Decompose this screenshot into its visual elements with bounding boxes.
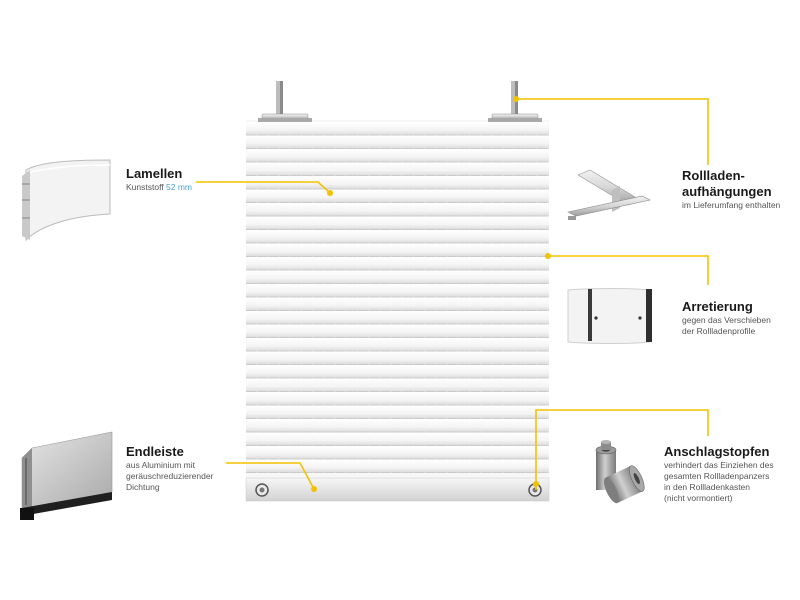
label-anschlagstopfen: Anschlagstopfen verhindert das Einziehen… — [664, 444, 774, 504]
shutter-slat — [246, 270, 549, 284]
shutter-slat — [246, 135, 549, 149]
callout-line-lamellen — [196, 181, 331, 194]
bottom-rail — [245, 477, 550, 502]
anschlagstopfen-desc-4: (nicht vormontiert) — [664, 493, 733, 503]
callout-line-arretierung — [548, 255, 709, 285]
callout-lines — [196, 98, 709, 490]
callout-line-anschlagstopfen — [535, 409, 709, 490]
shutter-slat — [246, 149, 549, 163]
shutter-slat — [246, 392, 549, 406]
shutter-slat — [246, 405, 549, 419]
shutter-slat — [246, 297, 549, 311]
endleiste-product-image — [20, 431, 113, 520]
shutter-slat — [246, 365, 549, 379]
arretierung-desc-1: gegen das Verschieben — [682, 315, 771, 325]
shutter-slat — [246, 189, 549, 203]
shutter-slat — [246, 446, 549, 460]
shutter-slat — [246, 459, 549, 473]
label-lamellen: Lamellen Kunststoff 52 mm — [126, 166, 192, 193]
shutter-slat — [246, 122, 549, 136]
hanger-product-image — [567, 169, 651, 220]
lamellen-title: Lamellen — [126, 166, 183, 181]
shutter-slat — [246, 432, 549, 446]
aufhaengungen-desc: im Lieferumfang enthalten — [682, 200, 781, 210]
label-aufhaengungen: Rollladen- aufhängungen im Lieferumfang … — [682, 168, 780, 211]
callout-dots — [311, 96, 551, 492]
anschlagstopfen-desc-3: in den Rollladenkasten — [664, 482, 751, 492]
shutter-slat — [246, 351, 549, 365]
lamella-profile-image — [22, 159, 111, 242]
arretierung-product-image — [567, 288, 652, 344]
label-endleiste: Endleiste aus Aluminium mit geräuschredu… — [126, 444, 213, 493]
endleiste-desc-1: aus Aluminium mit — [126, 460, 195, 470]
shutter-slat — [246, 243, 549, 257]
arretierung-title: Arretierung — [682, 299, 753, 314]
top-hangers — [258, 81, 542, 122]
shutter-slat — [246, 324, 549, 338]
shutter-panel — [246, 120, 549, 500]
anschlagstopfen-product-image — [595, 440, 645, 504]
aufhaengungen-title-1: Rollladen- — [682, 168, 745, 183]
callout-line-aufhaengungen — [516, 98, 709, 165]
endleiste-title: Endleiste — [126, 444, 184, 459]
shutter-slat — [246, 378, 549, 392]
shutter-slat — [246, 284, 549, 298]
endleiste-desc-3: Dichtung — [126, 482, 160, 492]
anschlagstopfen-title: Anschlagstopfen — [664, 444, 770, 459]
aufhaengungen-title-2: aufhängungen — [682, 184, 772, 199]
shutter-slat — [246, 311, 549, 325]
shutter-slat — [246, 419, 549, 433]
anschlagstopfen-desc-2: gesamten Rollladenpanzers — [664, 471, 770, 481]
shutter-slat — [246, 162, 549, 176]
shutter-slat — [246, 338, 549, 352]
endleiste-desc-2: geräuschreduzierender — [126, 471, 214, 481]
shutter-slat — [246, 216, 549, 230]
arretierung-desc-2: der Rollladenprofile — [682, 326, 756, 336]
anschlagstopfen-desc-1: verhindert das Einziehen des — [664, 460, 774, 470]
shutter-slat — [246, 230, 549, 244]
callout-line-endleiste — [226, 462, 315, 490]
lamellen-desc: Kunststoff 52 mm — [126, 182, 193, 192]
shutter-slat — [246, 203, 549, 217]
label-arretierung: Arretierung gegen das Verschieben der Ro… — [682, 299, 771, 337]
shutter-slat — [246, 257, 549, 271]
